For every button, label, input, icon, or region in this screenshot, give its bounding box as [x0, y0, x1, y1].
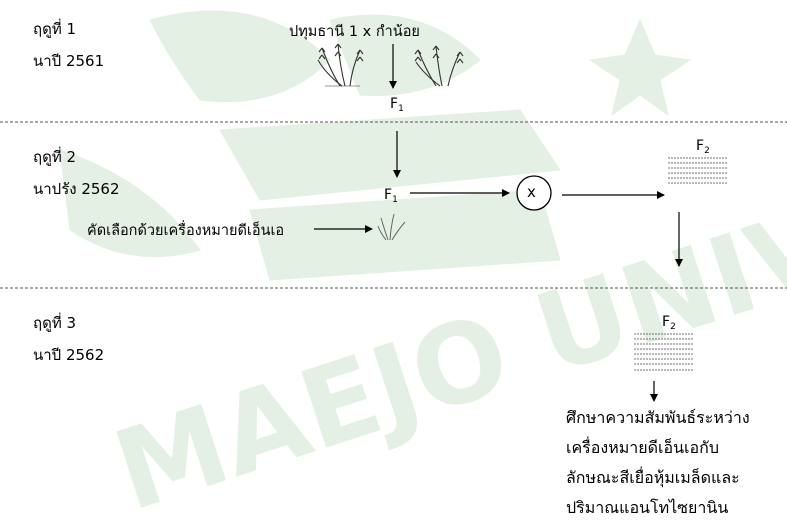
rice-plant-icon — [317, 43, 364, 87]
gen-sub: 2 — [670, 322, 676, 332]
gen-sub: 1 — [398, 104, 404, 114]
plant-population-icon — [668, 157, 728, 184]
conclusion-text: ศึกษาความสัมพันธ์ระหว่าง เครื่องหมายดีเอ… — [566, 403, 750, 523]
conclusion-line: ศึกษาความสัมพันธ์ระหว่าง — [566, 408, 750, 427]
season-subtitle: นาปรัง 2562 — [33, 180, 120, 198]
rice-plant-icon — [414, 45, 464, 87]
gen-base: F — [696, 138, 705, 154]
f1-label-season-2: F1 — [384, 187, 398, 205]
selection-label: คัดเลือกด้วยเครื่องหมายดีเอ็นเอ — [87, 223, 285, 239]
parent-2-name: กำน้อย — [375, 24, 420, 40]
gen-sub: 1 — [392, 195, 398, 205]
gen-base: F — [390, 96, 399, 112]
f2-label-season-3: F2 — [662, 314, 676, 332]
conclusion-line: เครื่องหมายดีเอ็นเอกับ — [566, 438, 719, 457]
self-cross-circle — [516, 175, 552, 211]
plant-population-icon — [634, 333, 694, 371]
gen-base: F — [662, 314, 671, 330]
f2-label-season-2: F2 — [696, 138, 710, 156]
season-subtitle: นาปี 2561 — [33, 52, 105, 70]
cross-label: ปทุมธานี 1 x กำน้อย — [289, 20, 420, 43]
cross-symbol: x — [362, 24, 372, 40]
season-1-label: ฤดูที่ 1 นาปี 2561 — [33, 18, 104, 72]
season-title: ฤดูที่ 3 — [33, 314, 77, 332]
rice-plant-icon — [377, 213, 406, 241]
gen-base: F — [384, 187, 393, 203]
conclusion-line: ลักษณะสีเยื่อหุ้มเมล็ดและ — [566, 468, 740, 487]
self-symbol: x — [527, 183, 536, 201]
season-3-label: ฤดูที่ 3 นาปี 2562 — [33, 312, 104, 366]
season-2-label: ฤดูที่ 2 นาปรัง 2562 — [33, 146, 120, 200]
season-subtitle: นาปี 2562 — [33, 346, 105, 364]
parent-1-name: ปทุมธานี 1 — [289, 24, 359, 40]
f1-label-season-1: F1 — [390, 96, 404, 114]
season-title: ฤดูที่ 1 — [33, 20, 77, 38]
conclusion-line: ปริมาณแอนโทไซยานิน — [566, 498, 729, 517]
gen-sub: 2 — [704, 146, 710, 156]
season-title: ฤดูที่ 2 — [33, 148, 77, 166]
